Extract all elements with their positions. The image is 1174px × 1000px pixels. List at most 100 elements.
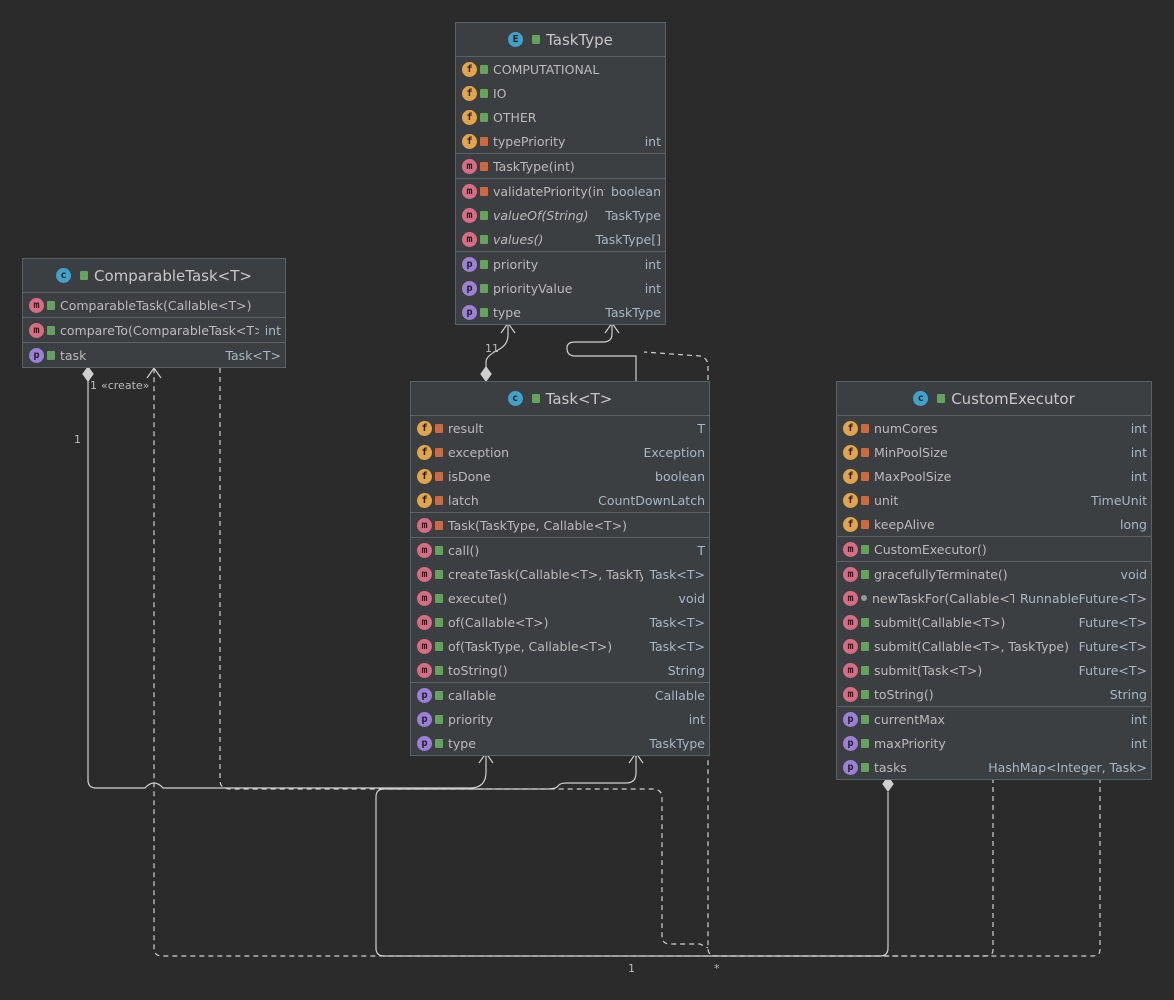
member-name: ComparableTask(Callable<T>): [60, 297, 252, 313]
method-icon: m: [462, 158, 477, 174]
edge-dashed-customexecutor-task: [707, 380, 994, 957]
method-icon: m: [843, 566, 858, 582]
member-type: int: [1130, 735, 1147, 751]
member-name: submit(Callable<T>, TaskType): [874, 638, 1069, 654]
public-visibility-icon: [435, 641, 443, 651]
edge-task-tasktype-2: [566, 323, 637, 381]
member-type: Future<T>: [1078, 662, 1147, 678]
field-icon: f: [843, 468, 858, 484]
private-visibility-icon: [861, 519, 869, 529]
member-name: unit: [874, 492, 899, 508]
member-name: result: [448, 420, 484, 436]
class-icon: c: [913, 391, 929, 406]
member-type: CountDownLatch: [598, 492, 705, 508]
member-name: Task(TaskType, Callable<T>): [448, 517, 628, 533]
public-visibility-icon: [47, 300, 55, 310]
multiplicity-label: 1: [74, 433, 81, 446]
private-visibility-icon: [480, 186, 488, 196]
member-name: keepAlive: [874, 516, 935, 532]
member-type: int: [1130, 468, 1147, 484]
member-name: typePriority: [493, 133, 566, 149]
method-icon: m: [417, 542, 432, 558]
property-icon: p: [417, 735, 432, 751]
member-type: Task<T>: [649, 614, 705, 630]
class-icon: c: [56, 268, 72, 283]
class-name: ComparableTask<T>: [94, 266, 252, 285]
private-visibility-icon: [480, 136, 488, 146]
property-icon: p: [462, 304, 477, 320]
edge-dashed-task-tasktype: [643, 351, 709, 380]
property-icon: p: [417, 711, 432, 727]
public-visibility-icon: [435, 690, 443, 700]
create-stereotype-label: «create»: [101, 379, 150, 392]
method-icon: m: [843, 686, 858, 702]
public-visibility-icon: [435, 593, 443, 603]
public-visibility-icon: [480, 283, 488, 293]
field-icon: f: [417, 420, 432, 436]
multiplicity-label: 1: [628, 962, 635, 975]
property-icon: p: [843, 759, 858, 775]
class-icon: c: [507, 391, 523, 406]
member-name: submit(Callable<T>): [874, 614, 1006, 630]
member-name: latch: [448, 492, 479, 508]
member-row[interactable]: mnewTaskFor(Callable<T>)RunnableFuture<T…: [837, 586, 1151, 610]
member-name: IO: [493, 85, 507, 101]
public-visibility-icon: [861, 544, 869, 554]
public-visibility-icon: [861, 641, 869, 651]
method-icon: m: [462, 231, 477, 247]
